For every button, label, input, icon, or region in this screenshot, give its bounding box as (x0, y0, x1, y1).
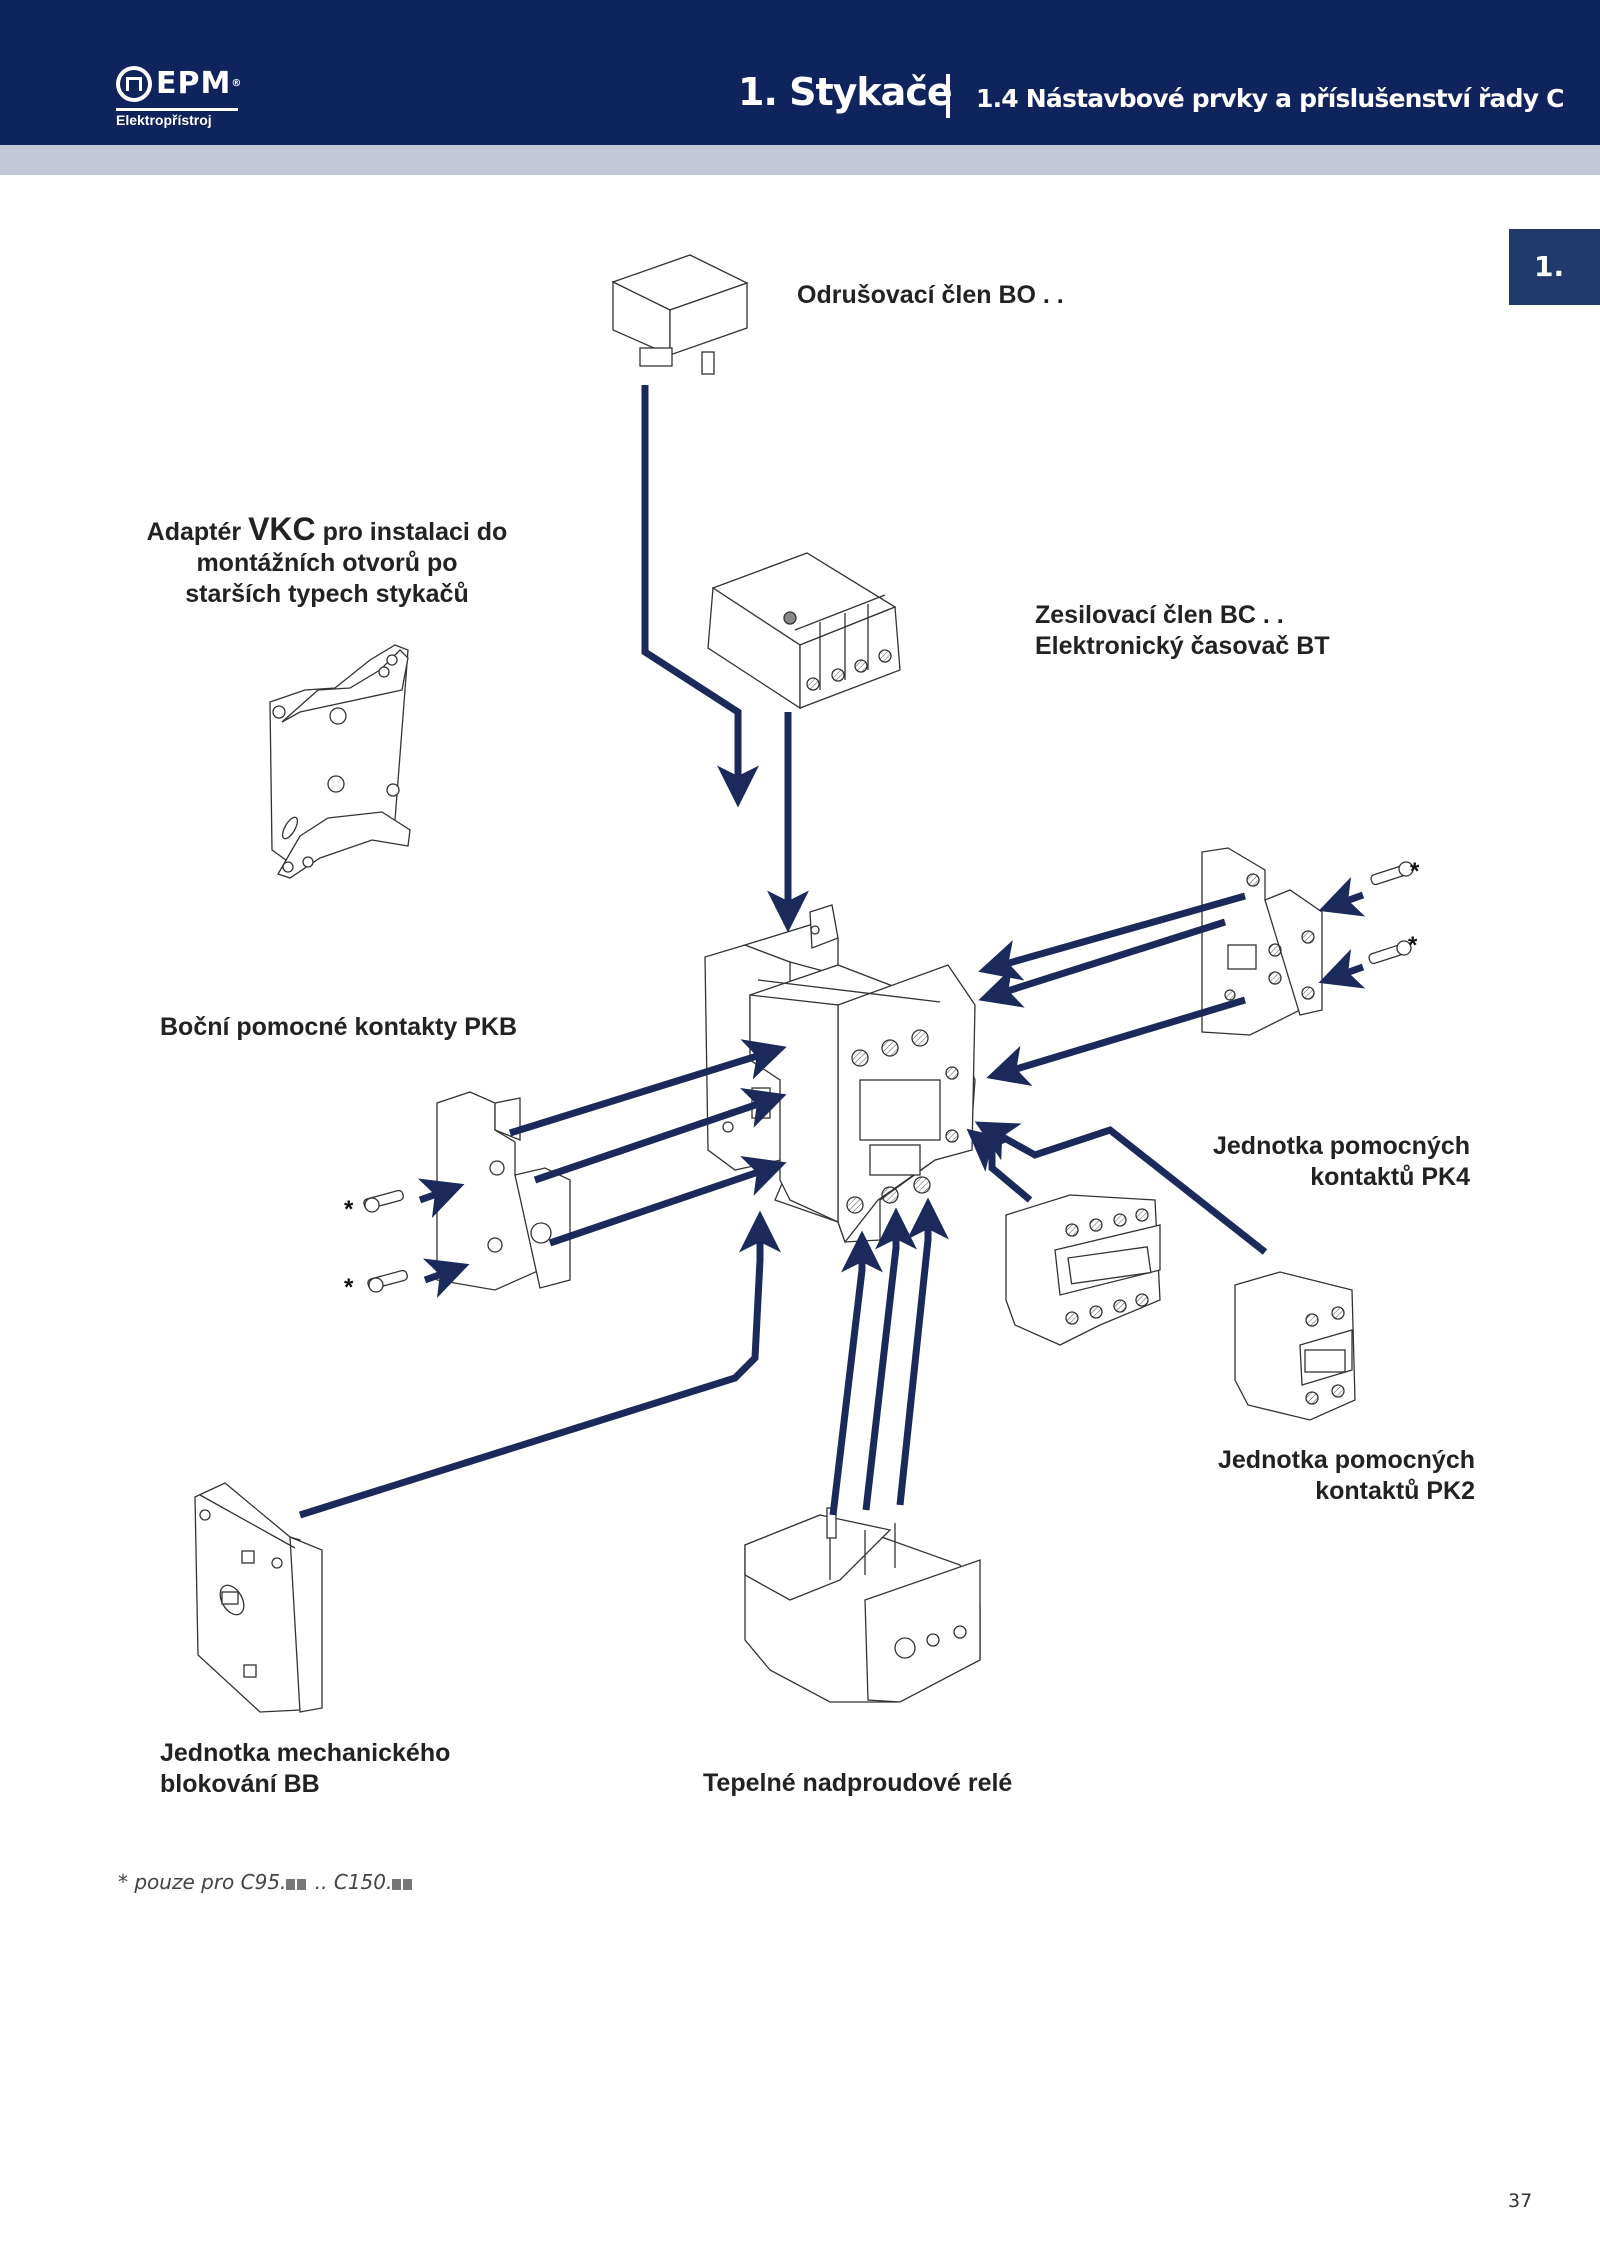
placeholder-square (297, 1879, 307, 1890)
vkc-line2: montážních otvorů po (196, 549, 458, 577)
vkc-code: VKC (248, 511, 316, 547)
arrow-screw-right-2 (1318, 948, 1366, 989)
asterisk-right-2: * (1408, 932, 1418, 959)
arrow-pkb-left-2 (533, 1088, 787, 1184)
placeholder-square (286, 1879, 296, 1890)
vkc-line3: starších typech stykačů (185, 580, 469, 608)
label-vkc-adapter: Adaptér VKC pro instalaci do montážních … (128, 511, 526, 610)
arrow-pkb-right-1 (978, 892, 1246, 981)
arrow-pkb-left-1 (508, 1039, 787, 1137)
arrow-screw-right-1 (1318, 876, 1366, 917)
arrow-bb (298, 1210, 781, 1519)
footnote-prefix: * pouze pro C95. (118, 1870, 287, 1894)
bo-suppressor-drawing (611, 254, 749, 375)
bc-line2: Elektronický časovač BT (1035, 632, 1330, 660)
arrow-screw-left-1 (417, 1178, 465, 1219)
arrow-pkb-left-3 (548, 1156, 787, 1247)
header-subbar (0, 145, 1600, 175)
chapter-title: 1. Stykače (738, 70, 953, 114)
arrow-relay-2 (862, 1207, 917, 1511)
footnote-middle: .. C150. (308, 1870, 393, 1894)
vkc-prefix: Adaptér (146, 518, 249, 546)
arrow-relay-3 (896, 1197, 949, 1506)
assembly-arrows (298, 385, 1366, 1519)
bb-interlock-drawing (194, 1482, 323, 1713)
label-bb: Jednotka mechanického blokování BB (160, 1738, 450, 1800)
pk2-line2: kontaktů PK2 (1315, 1477, 1475, 1505)
arrow-pkb-right-2 (978, 918, 1227, 1008)
pkb-right-drawing (1201, 847, 1414, 1036)
asterisk-left-2: * (344, 1274, 354, 1301)
logo-underline (116, 108, 238, 111)
pkb-left-drawing (363, 1091, 571, 1293)
asterisk-right-1: * (1410, 858, 1420, 885)
bc-amplifier-drawing (707, 552, 901, 710)
label-bc-bt: Zesilovací člen BC . . Elektronický časo… (1035, 600, 1330, 662)
title-separator (946, 74, 950, 118)
label-thermal-relay: Tepelné nadproudové relé (703, 1769, 1013, 1797)
asterisk-left-1: * (344, 1196, 354, 1223)
pk4-line1: Jednotka pomocných (1213, 1132, 1470, 1160)
pk2-drawing (1234, 1271, 1356, 1421)
bb-line1: Jednotka mechanického (160, 1739, 451, 1767)
logo-name: EPM (156, 66, 232, 101)
arrow-screw-left-2 (422, 1258, 470, 1299)
vkc-suffix: pro instalaci do (315, 518, 508, 546)
label-pk4: Jednotka pomocných kontaktů PK4 (1160, 1131, 1470, 1193)
logo-subtitle: Elektropřístroj (116, 112, 212, 128)
footnote: * pouze pro C95. .. C150. (118, 1870, 414, 1894)
arrow-relay-1 (829, 1230, 883, 1516)
thermal-relay-drawing (744, 1507, 981, 1703)
page-header (0, 0, 1600, 145)
section-title: 1.4 Nástavbové prvky a příslušenství řad… (976, 84, 1564, 113)
logo-registered: ® (231, 78, 243, 89)
label-pk2: Jednotka pomocných kontaktů PK2 (1165, 1445, 1475, 1507)
label-bo-suppressor: Odrušovací člen BO . . (797, 281, 1064, 309)
arrow-pkb-right-3 (986, 996, 1247, 1087)
arrow-bo (641, 385, 759, 808)
label-pkb: Boční pomocné kontakty PKB (160, 1013, 517, 1041)
bc-line1: Zesilovací člen BC . . (1035, 601, 1284, 629)
vkc-adapter-drawing (269, 644, 411, 879)
page-number: 37 (1508, 2190, 1533, 2212)
arrow-pk2 (974, 1121, 1268, 1255)
placeholder-square (392, 1879, 402, 1890)
pk4-drawing (1005, 1194, 1161, 1346)
bb-line2: blokování BB (160, 1770, 320, 1798)
placeholder-square (403, 1879, 413, 1890)
epm-logo-icon (116, 66, 152, 102)
contactor-drawing (704, 904, 976, 1244)
chapter-tab[interactable]: 1. (1509, 229, 1600, 305)
epm-logo: EPM® Elektropřístroj (116, 62, 246, 142)
pk2-line1: Jednotka pomocných (1218, 1446, 1475, 1474)
pk4-line2: kontaktů PK4 (1310, 1163, 1470, 1191)
